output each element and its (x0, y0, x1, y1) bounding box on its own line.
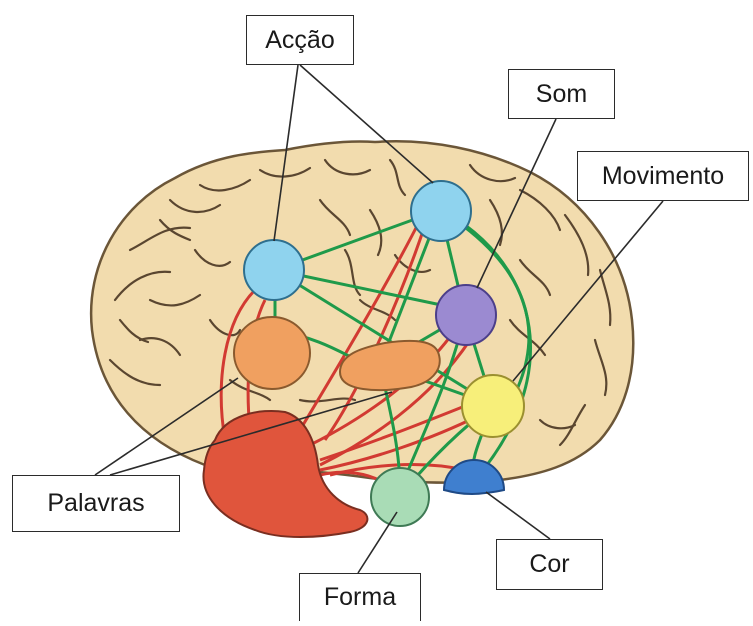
label-movimento: Movimento (577, 151, 749, 201)
label-forma: Forma (299, 573, 421, 621)
label-cor: Cor (496, 539, 603, 590)
movimento-node (462, 375, 524, 437)
som-node (436, 285, 496, 345)
label-accao: Acção (246, 15, 354, 65)
brain-outline (91, 141, 633, 482)
palavras-node-left (234, 317, 310, 389)
accao-node-left (244, 240, 304, 300)
label-palavras: Palavras (12, 475, 180, 532)
label-som: Som (508, 69, 615, 119)
forma-node (371, 468, 429, 526)
accao-node-right (411, 181, 471, 241)
